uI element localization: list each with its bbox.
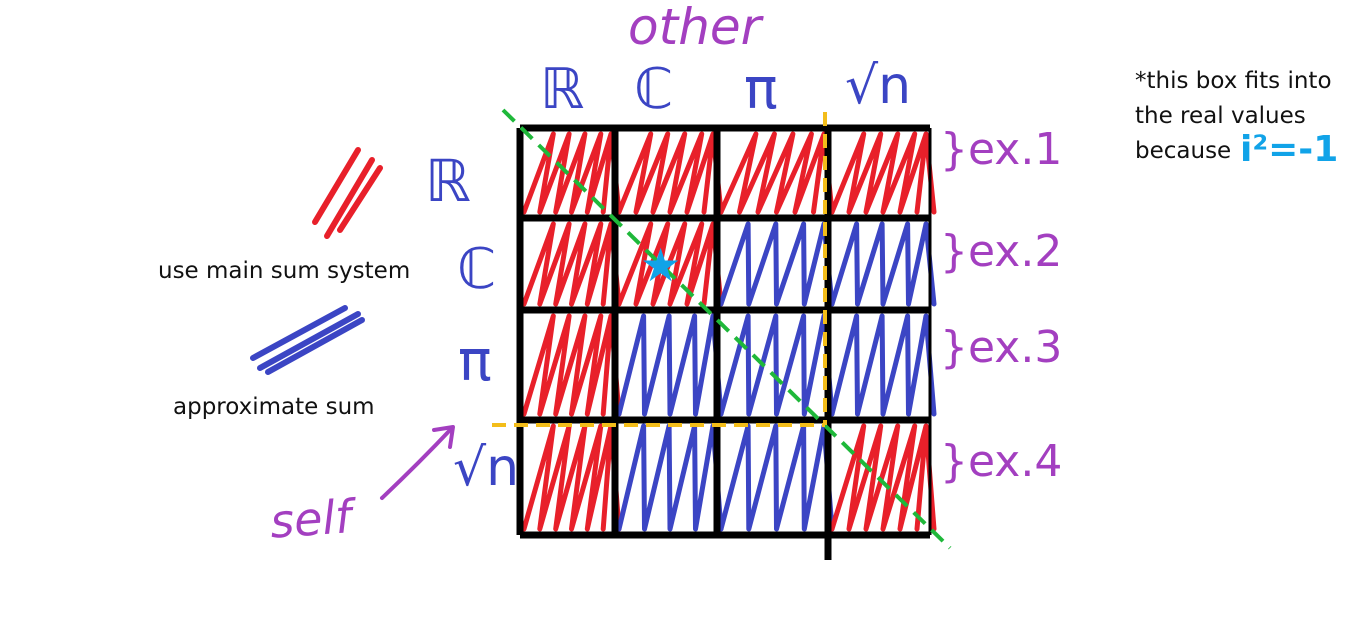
- legend-main-sum-swatch: [337, 165, 383, 233]
- cell-1-4-main-sum-hatch: [829, 131, 937, 215]
- cell-3-4-approximate-sum-hatch: [829, 313, 937, 417]
- cell-3-2-approximate-sum-hatch: [616, 313, 724, 417]
- cell-4-2-approximate-sum-hatch: [616, 423, 724, 532]
- example-label-1: }ex.1: [940, 124, 1063, 175]
- self-diagonal-line: [501, 108, 952, 550]
- row-header-pi: π: [458, 329, 492, 394]
- row-header-sqrt-n: √n: [453, 438, 520, 498]
- legend-main-sum-label: use main sum system: [158, 258, 411, 284]
- legend-approximate-sum-swatch: [257, 311, 361, 371]
- cell-4-3-approximate-sum-hatch: [718, 423, 835, 532]
- cell-4-4-main-sum-hatch: [829, 423, 937, 532]
- cell-2-4-approximate-sum-hatch: [829, 221, 937, 307]
- legend-approximate-sum-swatch: [250, 305, 348, 361]
- cell-2-2-main-sum-hatch: [616, 221, 724, 307]
- cell-3-1-main-sum-hatch: [521, 313, 622, 417]
- note-line-3: because: [1135, 138, 1232, 164]
- other-label: other: [628, 0, 762, 56]
- legend-approximate-sum-label: approximate sum: [173, 394, 375, 420]
- row-header-complex: ℂ: [457, 237, 497, 302]
- note-line-2: the real values: [1135, 103, 1306, 129]
- cell-4-1-main-sum-hatch: [521, 423, 622, 532]
- self-arrow: [380, 425, 455, 500]
- note-line-1: *this box fits into: [1135, 68, 1332, 94]
- legend-main-sum-swatch: [312, 147, 361, 225]
- legend-approximate-sum-swatch: [265, 317, 365, 375]
- cell-1-3-main-sum-hatch: [718, 131, 835, 215]
- self-label: self: [268, 489, 354, 549]
- legend-marks: [250, 147, 383, 375]
- column-header-complex: ℂ: [634, 57, 674, 122]
- cell-3-3-approximate-sum-hatch: [718, 313, 835, 417]
- row-header-real: ℝ: [425, 147, 471, 215]
- note-equation: i²=-1: [1240, 129, 1339, 170]
- grid-lines: [516, 124, 932, 560]
- cell-1-2-main-sum-hatch: [616, 131, 724, 215]
- cell-1-1-main-sum-hatch: [521, 131, 622, 215]
- real-values-boundary: [492, 112, 827, 427]
- column-header-sqrt-n: √n: [845, 56, 912, 116]
- marked-cell-star: ★: [640, 238, 682, 292]
- cell-2-1-main-sum-hatch: [521, 221, 622, 307]
- cell-2-3-approximate-sum-hatch: [718, 221, 835, 307]
- example-label-4: }ex.4: [940, 436, 1063, 487]
- column-header-pi: π: [744, 57, 778, 122]
- example-label-2: }ex.2: [940, 226, 1063, 277]
- column-header-real: ℝ: [540, 57, 585, 122]
- example-label-3: }ex.3: [940, 322, 1063, 373]
- legend-main-sum-swatch: [324, 157, 375, 239]
